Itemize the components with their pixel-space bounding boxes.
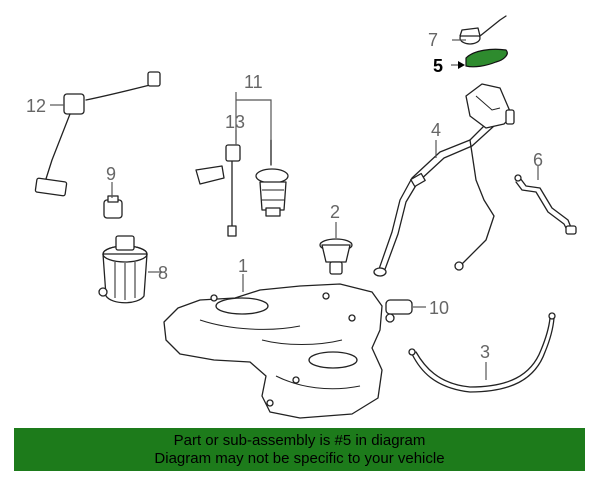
callout-5-arrow (458, 61, 465, 69)
callout-9: 9 (106, 164, 116, 184)
callout-3: 3 (480, 342, 490, 362)
part-5-gasket-highlighted[interactable] (465, 48, 508, 68)
callout-12: 12 (26, 96, 46, 116)
part-12-fuel-level-sender[interactable] (34, 71, 161, 197)
exploded-parts-diagram: 7 5 4 6 12 11 13 9 8 2 1 10 3 (26, 15, 577, 419)
callout-2: 2 (330, 202, 340, 222)
part-11-sender-assembly[interactable] (255, 139, 289, 217)
callout-5: 5 (433, 56, 443, 76)
banner-line-part-number: Part or sub-assembly is #5 in diagram (173, 432, 426, 449)
part-6-vent-hose[interactable] (514, 174, 577, 235)
part-7-filler-cap[interactable] (459, 15, 507, 45)
part-2-valve[interactable] (319, 238, 353, 275)
callout-1: 1 (238, 256, 248, 276)
part-1-fuel-tank[interactable] (163, 283, 383, 419)
highlighted-part-shape (465, 48, 508, 68)
callout-11: 11 (244, 72, 263, 92)
part-4-filler-neck[interactable] (373, 83, 515, 277)
part-13-sender-bracket[interactable] (195, 144, 241, 237)
part-8-fuel-filter[interactable] (98, 235, 148, 304)
part-9-pump-module[interactable] (103, 195, 123, 219)
callout-13: 13 (225, 112, 245, 132)
part-10-connector[interactable] (385, 299, 413, 323)
callout-4: 4 (431, 120, 441, 140)
callout-6: 6 (533, 150, 543, 170)
part-3-tank-strap[interactable] (408, 312, 556, 393)
part-info-banner: Part or sub-assembly is #5 in diagram Di… (14, 428, 585, 471)
callout-10: 10 (429, 298, 449, 318)
banner-line-disclaimer: Diagram may not be specific to your vehi… (154, 450, 445, 467)
callout-7: 7 (428, 30, 438, 50)
callout-8: 8 (158, 263, 168, 283)
